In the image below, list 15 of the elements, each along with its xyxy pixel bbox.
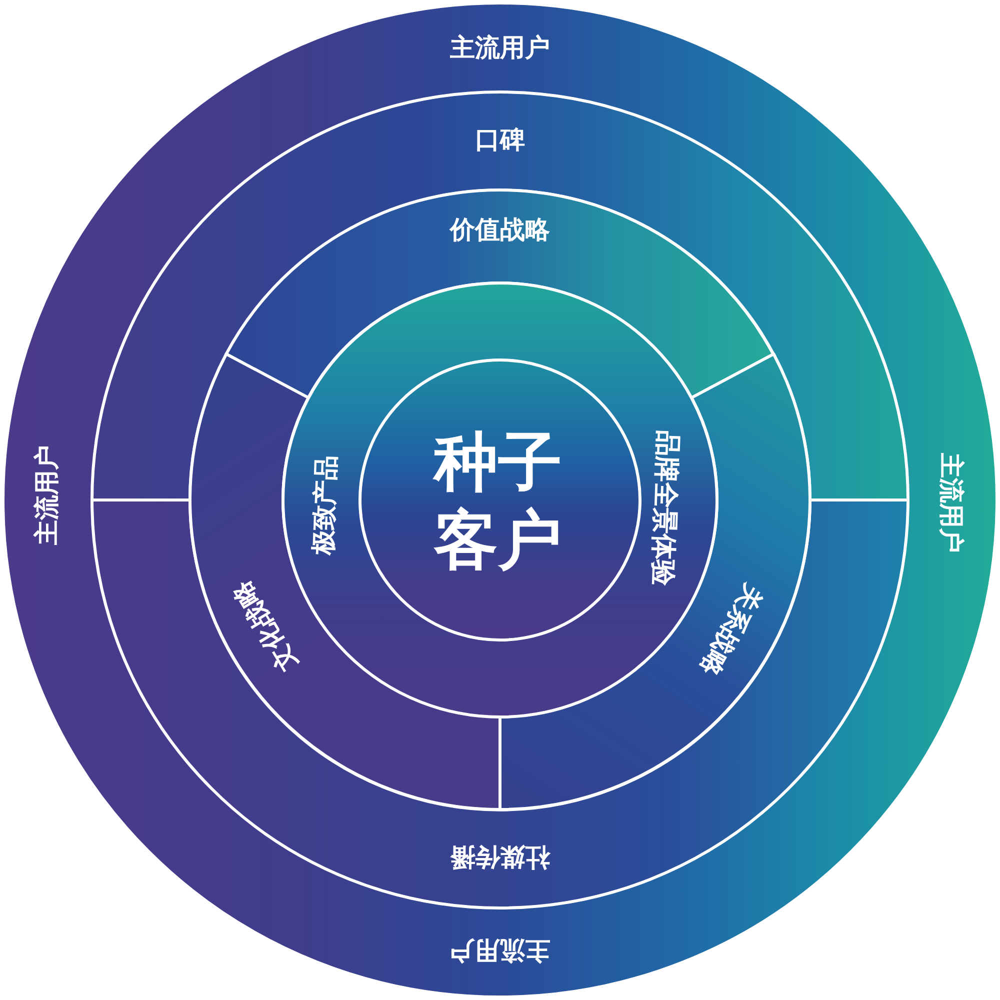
center-circle [360, 360, 640, 640]
segment-label: 口碑 [475, 125, 525, 155]
outer-ring [3, 3, 997, 997]
center-title: 种子客户 [432, 424, 563, 580]
ring-segment [226, 190, 774, 398]
segment-label: 文化战略 [226, 575, 304, 677]
segment-label: 价值战略 [450, 215, 550, 245]
ring-label: 主流用户 [936, 453, 966, 553]
ring-label: 品牌全景体验 [646, 430, 682, 586]
segment-label: 社媒传播 [450, 842, 550, 872]
ring-label: 主流用户 [450, 33, 550, 63]
segment-label: 关系战略 [694, 578, 768, 681]
ring-label: 主流用户 [450, 935, 550, 965]
ring-label: 主流用户 [32, 445, 62, 545]
ring-label: 极致产品 [308, 454, 342, 556]
